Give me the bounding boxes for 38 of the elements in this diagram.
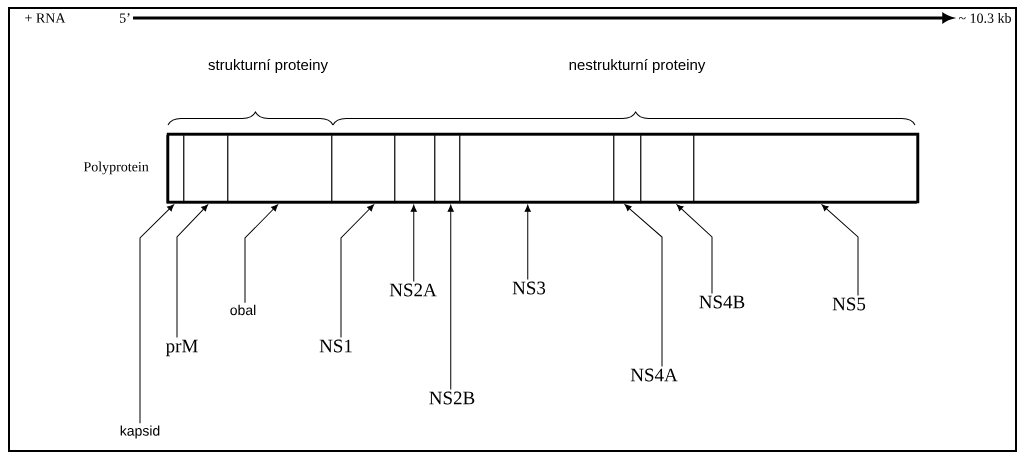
leader-line bbox=[447, 204, 454, 390]
strand-end-label: ~ 10.3 kb bbox=[958, 13, 1011, 23]
segment-label: NS2A bbox=[389, 283, 437, 297]
leader-line bbox=[139, 204, 174, 424]
segment-label: obal bbox=[230, 304, 256, 316]
polyprotein-bar bbox=[166, 132, 920, 204]
protein-segment bbox=[394, 134, 436, 204]
segment-label: NS4A bbox=[630, 368, 678, 382]
segment-label: kapsid bbox=[120, 425, 160, 439]
segment-label: NS5 bbox=[832, 297, 866, 311]
leader-line bbox=[410, 204, 417, 282]
protein-segment bbox=[434, 134, 461, 204]
segment-label: NS1 bbox=[319, 339, 352, 353]
protein-segment bbox=[227, 134, 333, 204]
leader-line bbox=[676, 204, 713, 294]
segment-label: prM bbox=[165, 339, 198, 357]
leader-line bbox=[624, 204, 663, 367]
segment-label: NS2B bbox=[429, 391, 475, 405]
protein-segment bbox=[331, 134, 396, 204]
strand-end-label: 5’ bbox=[120, 13, 130, 23]
group-label: strukturní proteiny bbox=[208, 58, 328, 74]
protein-segment bbox=[613, 134, 642, 204]
rna-strand-arrow bbox=[133, 13, 953, 23]
strand-label: + RNA bbox=[25, 13, 66, 23]
leader-line bbox=[176, 204, 208, 339]
protein-segment bbox=[693, 134, 918, 204]
leader-line bbox=[821, 204, 859, 296]
bar-label: Polyprotein bbox=[83, 161, 149, 175]
segment-label: NS4B bbox=[699, 295, 745, 309]
segment-label: NS3 bbox=[512, 281, 546, 295]
protein-segment bbox=[166, 134, 185, 204]
protein-segment bbox=[640, 134, 695, 204]
leader-line bbox=[244, 204, 278, 304]
leader-line bbox=[524, 204, 531, 280]
protein-segment bbox=[183, 134, 229, 204]
group-label: nestrukturní proteiny bbox=[569, 58, 706, 74]
protein-segment bbox=[459, 134, 615, 204]
leader-line bbox=[340, 204, 374, 338]
